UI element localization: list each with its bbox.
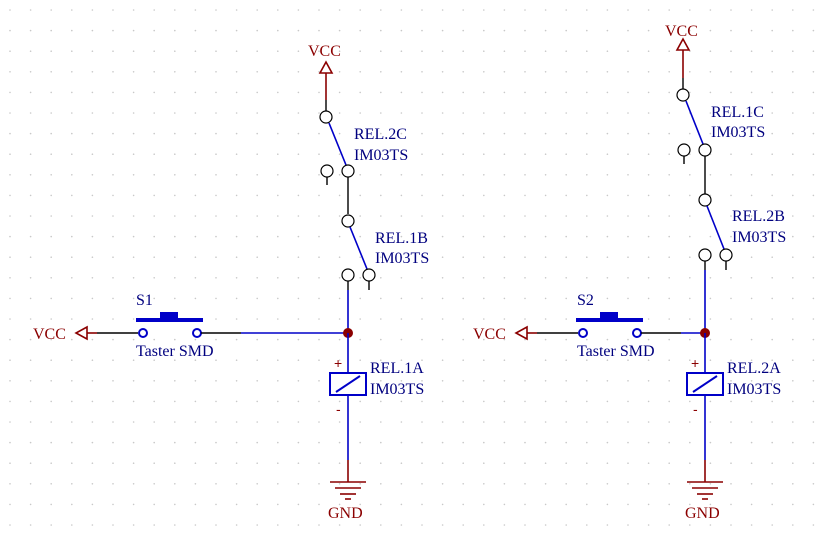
right-top-vcc-symbol[interactable]: VCC — [665, 23, 698, 78]
left-switch-ref: S1 — [136, 292, 153, 309]
left-top-vcc-symbol[interactable]: VCC — [308, 43, 341, 100]
right-contact-lower[interactable]: REL.2B IM03TS — [698, 193, 786, 270]
right-contact-upper-ref: REL.1C — [711, 104, 764, 121]
left-contact-lower-ref: REL.1B — [375, 230, 428, 247]
right-coil-part: IM03TS — [727, 381, 781, 398]
right-contact-lower-ref: REL.2B — [732, 208, 785, 225]
right-contact-upper-part: IM03TS — [711, 124, 765, 141]
right-switch-part: Taster SMD — [577, 343, 655, 360]
left-contact-lower-part: IM03TS — [375, 250, 429, 267]
left-top-vcc-label: VCC — [308, 43, 341, 60]
right-contact-lower-part: IM03TS — [732, 229, 786, 246]
right-coil-plus: + — [691, 355, 699, 371]
left-coil-ref: REL.1A — [370, 360, 424, 377]
left-contact-lower[interactable]: REL.1B IM03TS — [341, 214, 429, 290]
right-coil-minus: - — [693, 401, 698, 417]
right-coil-ref: REL.2A — [727, 360, 781, 377]
left-ground-symbol[interactable]: GND — [328, 460, 366, 522]
left-switch-part: Taster SMD — [136, 343, 214, 360]
right-contact-upper[interactable]: REL.1C IM03TS — [676, 78, 765, 194]
left-side-vcc-symbol[interactable]: VCC — [33, 325, 97, 343]
right-switch-ref: S2 — [577, 292, 594, 309]
right-top-vcc-label: VCC — [665, 23, 698, 40]
grid-dots — [9, 9, 815, 526]
right-circuit: VCC REL.1C IM03TS REL.2B IM03TS — [473, 23, 786, 522]
right-ground-label: GND — [685, 505, 720, 522]
left-coil-minus: - — [336, 401, 341, 417]
right-ground-symbol[interactable]: GND — [685, 460, 723, 522]
left-coil-plus: + — [334, 355, 342, 371]
left-contact-upper-part: IM03TS — [354, 147, 408, 164]
left-coil[interactable]: + - REL.1A IM03TS — [329, 333, 424, 460]
left-contact-upper[interactable]: REL.2C IM03TS — [319, 100, 408, 214]
left-switch[interactable]: S1 Taster SMD — [136, 292, 214, 360]
left-coil-part: IM03TS — [370, 381, 424, 398]
right-coil[interactable]: + - REL.2A IM03TS — [686, 333, 781, 460]
left-contact-upper-ref: REL.2C — [354, 126, 407, 143]
right-switch[interactable]: S2 Taster SMD — [576, 292, 655, 360]
right-side-vcc-label: VCC — [473, 326, 506, 343]
left-side-vcc-label: VCC — [33, 326, 66, 343]
left-circuit: VCC REL.2C IM03TS REL.1B IM03TS — [33, 43, 429, 522]
right-side-vcc-symbol[interactable]: VCC — [473, 325, 537, 343]
left-ground-label: GND — [328, 505, 363, 522]
